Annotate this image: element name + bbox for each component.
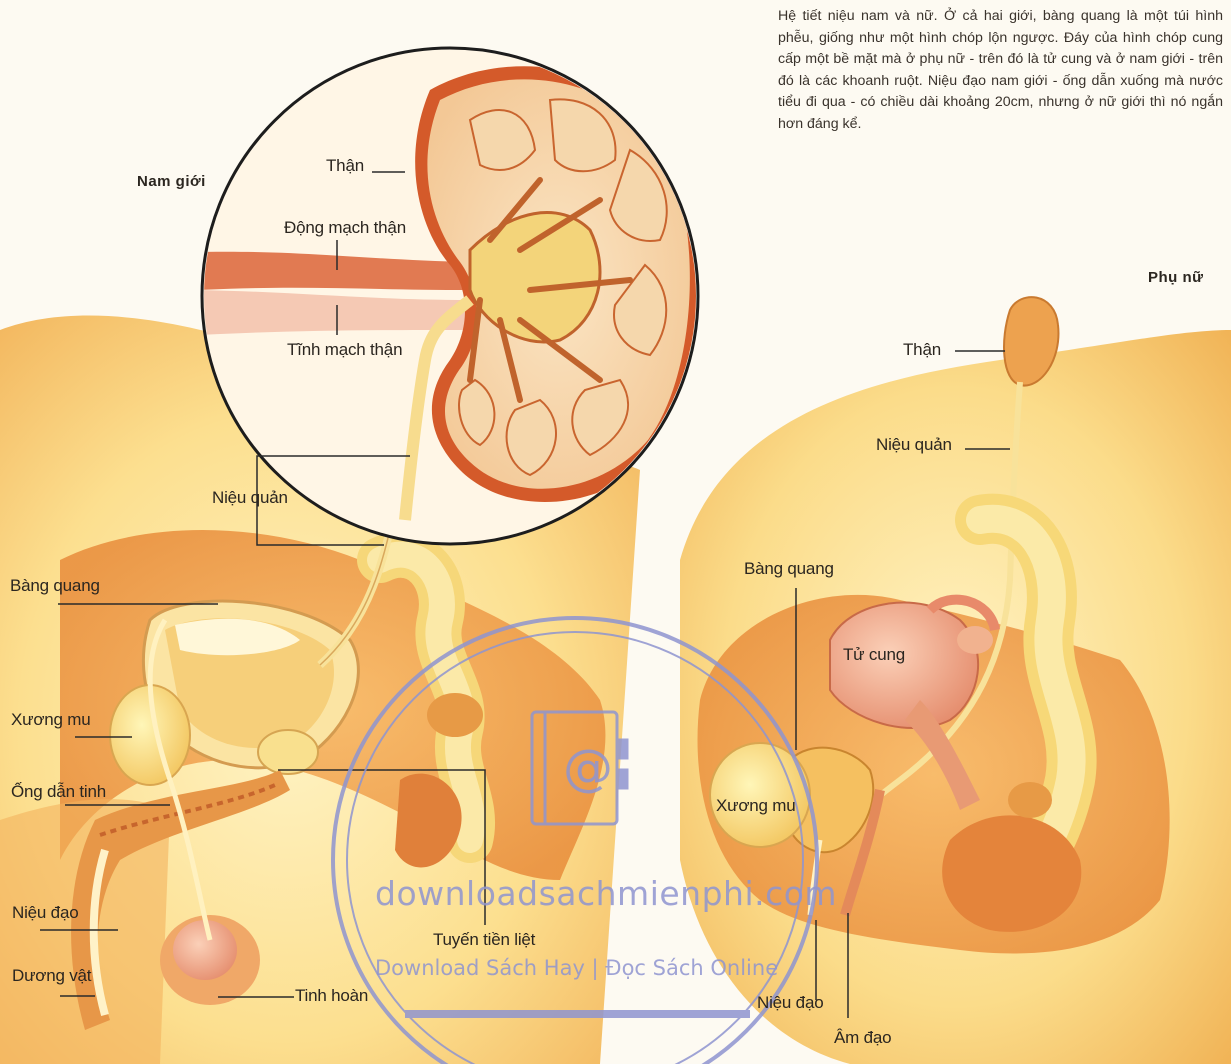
label-male-urethra: Niệu đạo <box>12 903 78 923</box>
label-male-pubic-bone: Xương mu <box>11 710 91 730</box>
label-vas-deferens: Ống dẫn tinh <box>11 782 106 802</box>
label-male-kidney: Thận <box>326 156 364 176</box>
label-prostate: Tuyến tiền liệt <box>433 930 535 950</box>
label-male-ureter: Niệu quản <box>212 488 288 508</box>
label-uterus: Tử cung <box>843 645 905 665</box>
label-female-ureter: Niệu quản <box>876 435 952 455</box>
watermark-tagline: Download Sách Hay | Đọc Sách Online <box>375 956 778 980</box>
label-testis: Tinh hoàn <box>295 986 368 1006</box>
svg-text:@: @ <box>563 739 613 797</box>
testis <box>160 915 260 1005</box>
label-female-urethra: Niệu đạo <box>757 993 823 1013</box>
label-female-pubic-bone: Xương mu <box>716 796 796 816</box>
watermark-site: downloadsachmienphi.com <box>375 874 837 913</box>
label-renal-artery: Động mạch thận <box>284 218 406 238</box>
female-heading: Phụ nữ <box>1148 269 1204 286</box>
label-penis: Dương vật <box>12 966 91 986</box>
label-female-kidney: Thận <box>903 340 941 360</box>
label-renal-vein: Tĩnh mạch thận <box>287 340 402 360</box>
label-male-bladder: Bàng quang <box>10 576 100 596</box>
caption-text: Hệ tiết niệu nam và nữ. Ở cả hai giới, b… <box>778 6 1223 135</box>
prostate <box>258 730 318 774</box>
label-vagina: Âm đạo <box>834 1028 891 1048</box>
label-female-bladder: Bàng quang <box>744 559 834 579</box>
male-heading: Nam giới <box>137 173 206 190</box>
